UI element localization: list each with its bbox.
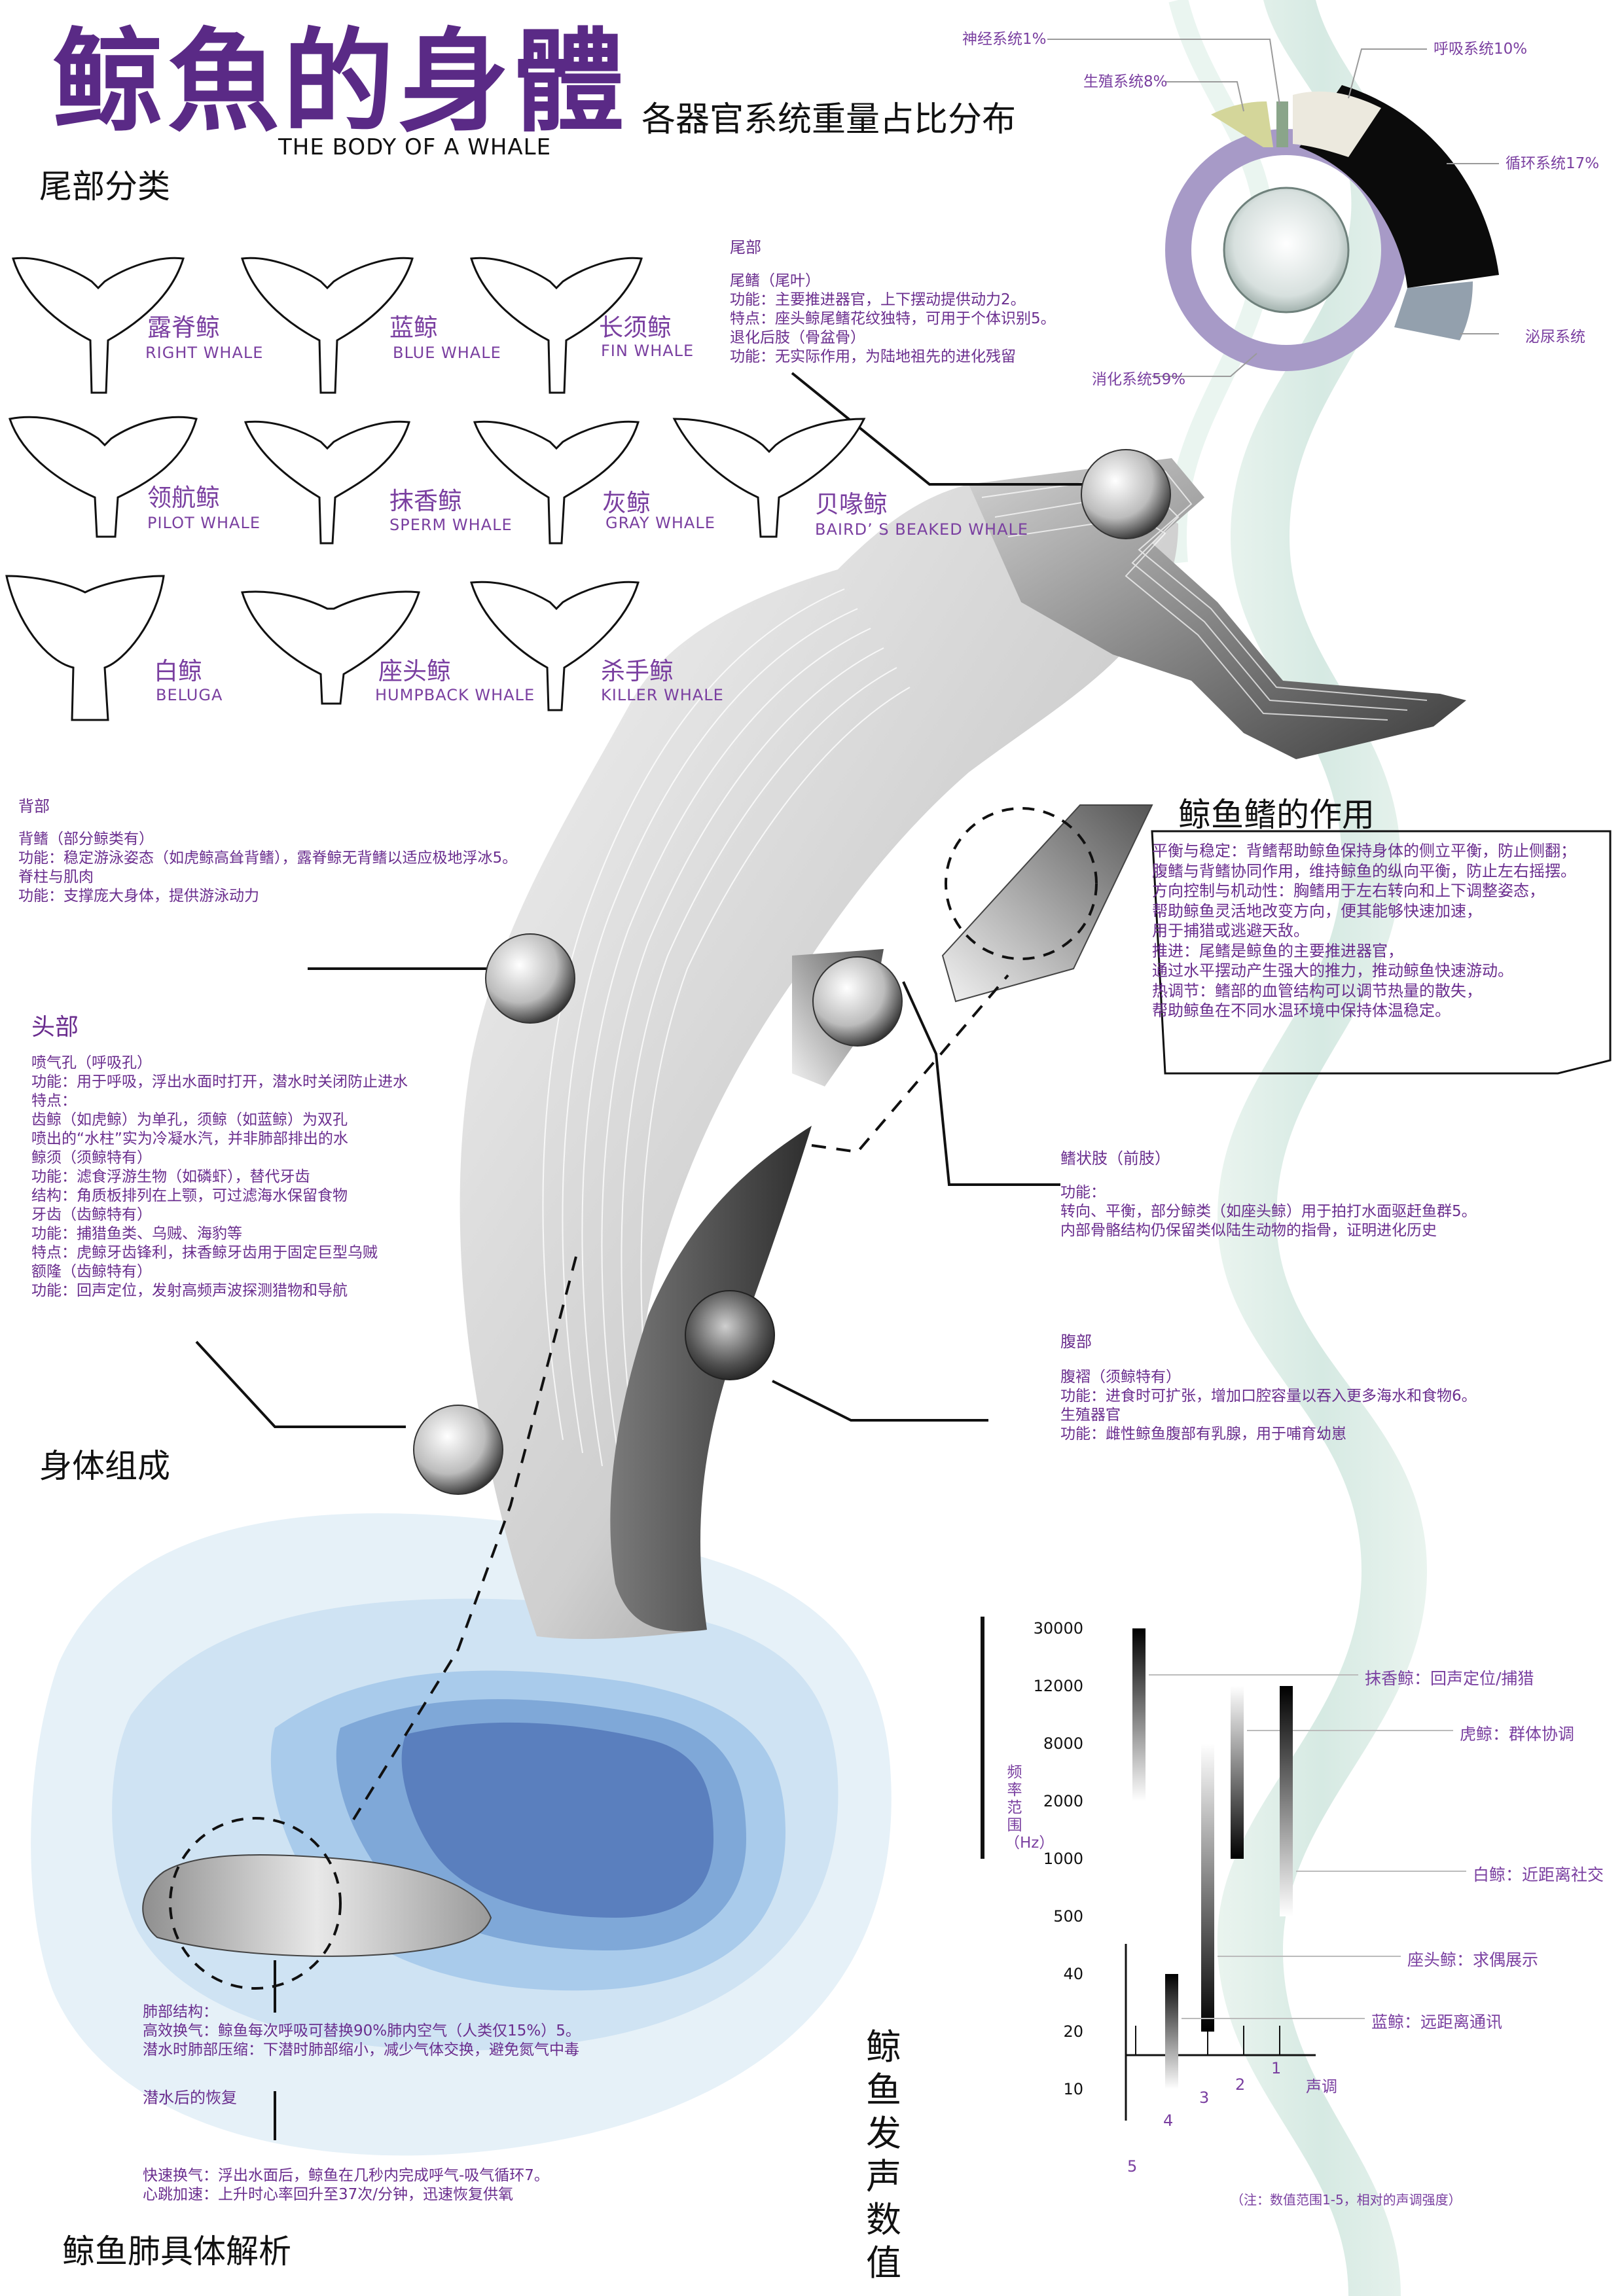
tail-label-cn: 白鲸 — [154, 657, 202, 685]
tail-label-cn: 露脊鲸 — [147, 314, 220, 342]
tail-label-cn: 蓝鲸 — [389, 314, 438, 342]
tail-label-en: BELUGA — [156, 686, 223, 704]
flipper-note: 功能： 转向、平衡，部分鲸类（如座头鲸）用于拍打水面驱赶鱼群5。 内部骨骼结构仍… — [1060, 1184, 1477, 1239]
body-section-title: 身体组成 — [39, 1447, 170, 1485]
tail-label-cn: 长须鲸 — [599, 314, 672, 342]
lung-section-title: 鲸鱼肺具体解析 — [62, 2233, 291, 2270]
recovery-note: 快速换气：浮出水面后，鲸鱼在几秒内完成呼气-吸气循环7。 心跳加速：上升时心率回… — [143, 2167, 549, 2203]
tail-label-cn: 贝喙鲸 — [815, 490, 888, 518]
frequency-tick: 1000 — [1043, 1850, 1083, 1868]
frequency-tick: 10 — [1063, 2080, 1083, 2098]
tail-label-en: HUMPBACK WHALE — [375, 686, 535, 704]
whale-sound-label: 白鲸：近距离社交 — [1473, 1865, 1604, 1884]
lung-note: 肺部结构： 高效换气：鲸鱼每次呼吸可替换90%肺内空气（人类仅15%）5。 潜水… — [143, 2003, 581, 2058]
page-subtitle: THE BODY OF A WHALE — [278, 134, 552, 160]
tail-label-cn: 座头鲸 — [378, 657, 451, 685]
frequency-bar — [1231, 1686, 1244, 1859]
page-title: 鲸魚的身體 — [52, 16, 629, 147]
tail-label-en: RIGHT WHALE — [145, 344, 264, 362]
tail-label-en: KILLER WHALE — [601, 686, 724, 704]
frequency-tick: 30000 — [1033, 1619, 1083, 1638]
frequency-tick: 8000 — [1043, 1734, 1083, 1753]
volume-tick: 3 — [1199, 2089, 1210, 2107]
frequency-axis-line — [981, 1617, 984, 1859]
tail-note: 尾鳍（尾叶） 功能：主要推进器官，上下摆动提供动力2。 特点：座头鲸尾鳍花纹独特… — [730, 272, 1056, 365]
tail-section-title: 尾部分类 — [39, 168, 170, 206]
whale-sound-label: 抹香鲸：回声定位/捕猎 — [1365, 1669, 1534, 1688]
whale-sound-label: 蓝鲸：远距离通讯 — [1371, 2013, 1503, 2032]
volume-footnote: （注：数值范围1-5，相对的声调强度） — [1231, 2192, 1462, 2208]
frequency-tick: 500 — [1053, 1907, 1083, 1926]
whale-sound-label: 座头鲸：求偶展示 — [1407, 1950, 1539, 1969]
tail-label-en: BLUE WHALE — [393, 344, 501, 362]
frequency-bar — [1201, 1744, 1214, 2032]
frequency-bar — [1132, 1628, 1146, 1801]
tail-label-en: FIN WHALE — [601, 342, 695, 360]
flipper-note-heading: 鳍状肢（前肢） — [1060, 1149, 1170, 1168]
frequency-tick: 20 — [1063, 2022, 1083, 2041]
back-note-heading: 背部 — [18, 797, 50, 816]
volume-tick: 5 — [1127, 2157, 1138, 2176]
whale-sound-label: 虎鲸：群体协调 — [1460, 1725, 1575, 1744]
pie-label-respiratory: 呼吸系统10% — [1434, 41, 1528, 58]
pie-label-digestive: 消化系统59% — [1092, 371, 1186, 388]
fin-function-text: 平衡与稳定：背鳍帮助鲸鱼保持身体的侧立平衡，防止侧翻； 腹鳍与背鳍协同作用，维持… — [1152, 842, 1576, 1020]
head-note: 喷气孔（呼吸孔） 功能：用于呼吸，浮出水面时打开，潜水时关闭防止进水 特点： 齿… — [31, 1054, 408, 1299]
pie-label-nervous: 神经系统1% — [962, 31, 1047, 48]
pie-title: 各器官系统重量占比分布 — [641, 100, 1017, 139]
pie-label-reproductive: 生殖系统8% — [1083, 73, 1168, 90]
frequency-bar — [1165, 1974, 1178, 2089]
recovery-note-heading: 潜水后的恢复 — [143, 2089, 237, 2107]
belly-note-heading: 腹部 — [1060, 1333, 1092, 1351]
belly-note: 腹褶（须鲸特有） 功能：进食时可扩张，增加口腔容量以吞入更多海水和食物6。 生殖… — [1060, 1369, 1477, 1443]
tail-label-cn: 抹香鲸 — [389, 487, 462, 515]
tail-label-en: SPERM WHALE — [389, 516, 513, 534]
fin-section-title: 鲸鱼鳍的作用 — [1178, 796, 1375, 834]
tail-label-cn: 灰鲸 — [602, 489, 651, 517]
frequency-tick: 12000 — [1033, 1677, 1083, 1695]
pie-label-circulatory: 循环系统17% — [1506, 155, 1600, 172]
tail-label-cn: 领航鲸 — [147, 484, 220, 512]
volume-tick: 4 — [1163, 2111, 1174, 2130]
tail-label-en: PILOT WHALE — [147, 514, 261, 532]
frequency-axis-label: 频率范围（Hz） — [1005, 1764, 1055, 1852]
sound-section-title: 鲸鱼发声数值 — [866, 2026, 901, 2284]
volume-tick: 2 — [1235, 2075, 1246, 2094]
frequency-tick: 2000 — [1043, 1792, 1083, 1810]
tail-label-en: BAIRD’ S BEAKED WHALE — [815, 520, 1029, 539]
organ-ring-chart — [1047, 39, 1499, 377]
frequency-tick: 40 — [1063, 1965, 1083, 1983]
tail-label-en: GRAY WHALE — [605, 514, 715, 532]
frequency-bar — [1280, 1686, 1293, 1916]
tail-shapes — [5, 257, 866, 721]
head-note-heading: 头部 — [31, 1014, 79, 1041]
pie-label-urinary: 泌尿系统 — [1525, 329, 1585, 346]
back-note: 背鳍（部分鲸类有） 功能：稳定游泳姿态（如虎鲸高耸背鳍），露脊鲸无背鳍以适应极地… — [18, 831, 518, 905]
tail-label-cn: 杀手鲸 — [601, 657, 674, 685]
volume-tick: 1 — [1271, 2059, 1282, 2077]
volume-axis-label: 声调 — [1306, 2077, 1337, 2096]
tail-note-heading: 尾部 — [730, 238, 761, 257]
